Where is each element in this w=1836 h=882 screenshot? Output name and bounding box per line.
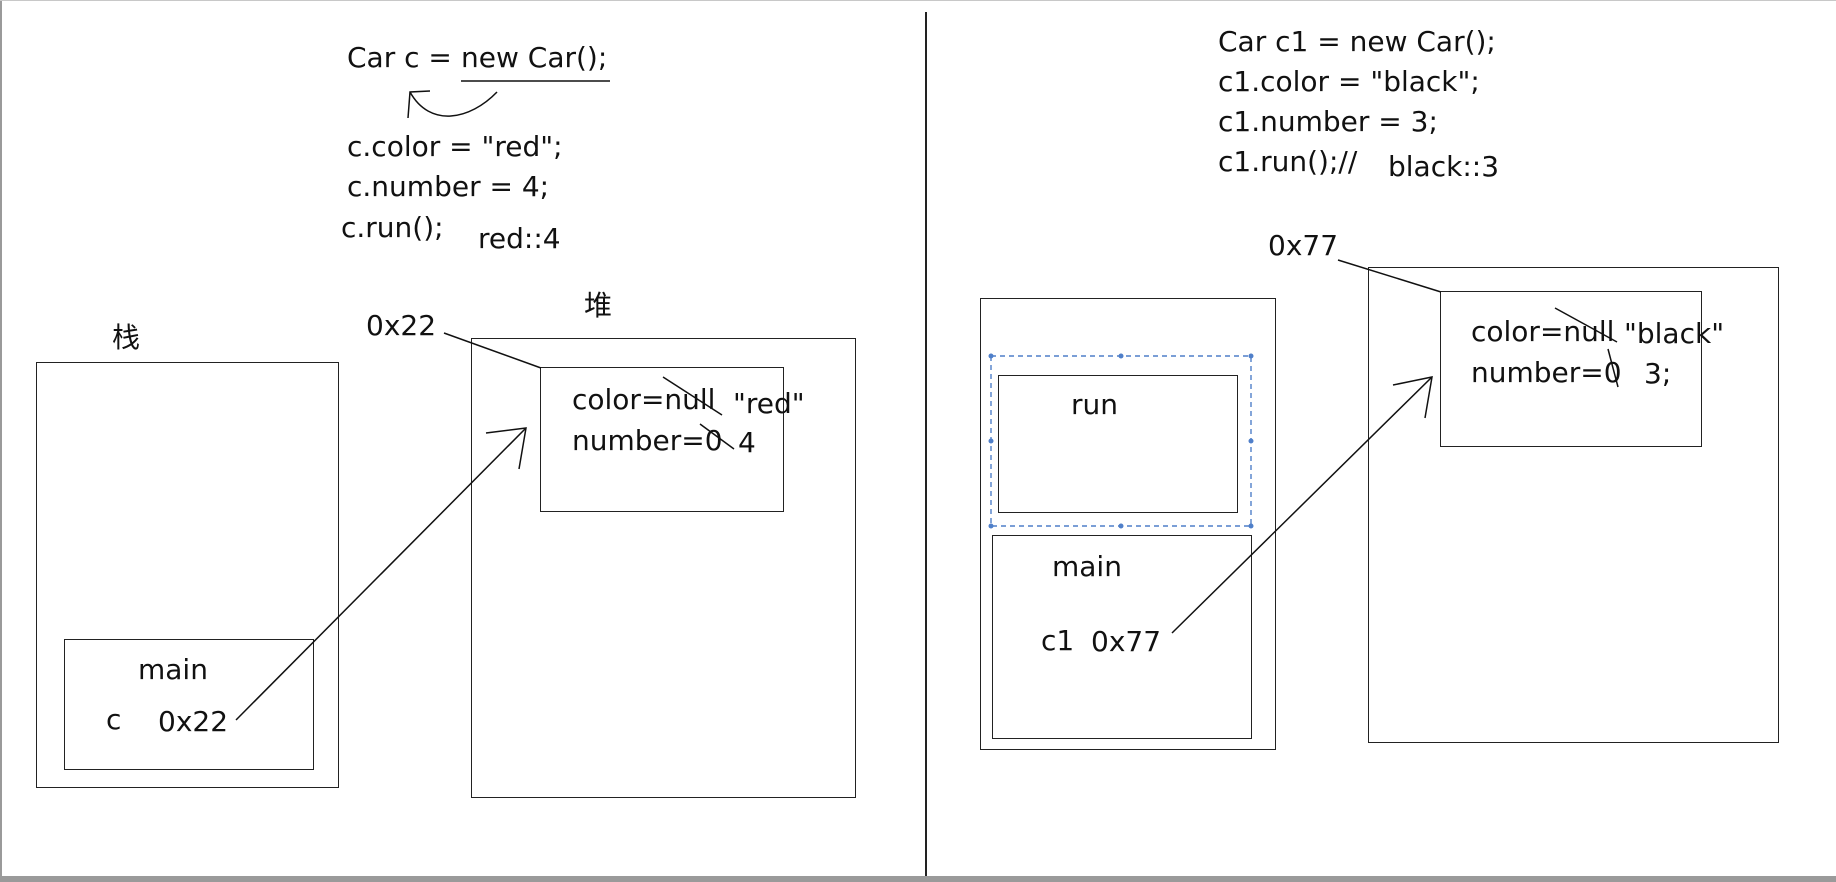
right-code-line1: Car c1 = new Car(); xyxy=(1218,25,1496,58)
left-object-number-field: number=0 xyxy=(572,424,723,457)
left-code-line1-new: new Car(); xyxy=(461,41,608,74)
stack-label: 栈 xyxy=(112,321,141,354)
right-code-line2: c1.color = "black"; xyxy=(1218,65,1480,98)
heap-label: 堆 xyxy=(584,289,613,322)
left-object-color-new: "red" xyxy=(733,387,805,420)
frame-top-edge xyxy=(0,0,1836,1)
left-assign-curve-arrow xyxy=(409,91,498,117)
left-code-output: red::4 xyxy=(478,222,561,255)
left-var-value: 0x22 xyxy=(158,705,229,738)
right-code-line3: c1.number = 3; xyxy=(1218,105,1438,138)
right-heap-address: 0x77 xyxy=(1268,229,1339,262)
left-code-line4: c.run(); xyxy=(341,211,444,244)
right-object-box xyxy=(1440,291,1702,447)
frame-bottom-edge xyxy=(0,876,1836,882)
left-object-color-field: color=null xyxy=(572,383,716,416)
right-object-number-field: number=0 xyxy=(1471,356,1622,389)
left-var-name: c xyxy=(106,703,122,736)
left-heap-address: 0x22 xyxy=(366,309,437,342)
right-var-value: 0x77 xyxy=(1091,625,1162,658)
left-object-box xyxy=(540,367,784,512)
right-main-frame-label: main xyxy=(1052,550,1122,583)
right-code-output: black::3 xyxy=(1388,150,1500,183)
right-var-name: c1 xyxy=(1041,624,1075,657)
right-run-frame-label: run xyxy=(1071,388,1119,421)
panel-divider xyxy=(925,12,927,876)
left-main-frame-label: main xyxy=(138,653,208,686)
right-object-color-field: color=null xyxy=(1471,315,1615,348)
left-assign-curve-head xyxy=(407,90,431,119)
right-object-number-new: 3; xyxy=(1644,357,1672,390)
left-code-line3: c.number = 4; xyxy=(347,170,550,203)
right-object-color-new: "black" xyxy=(1624,317,1725,350)
left-code-line2: c.color = "red"; xyxy=(347,130,563,163)
frame-left-edge xyxy=(0,0,2,882)
right-code-line4: c1.run();// xyxy=(1218,145,1358,178)
right-main-frame xyxy=(992,535,1252,739)
left-code-line1-prefix: Car c = xyxy=(347,41,452,74)
left-object-number-new: 4 xyxy=(738,426,756,459)
